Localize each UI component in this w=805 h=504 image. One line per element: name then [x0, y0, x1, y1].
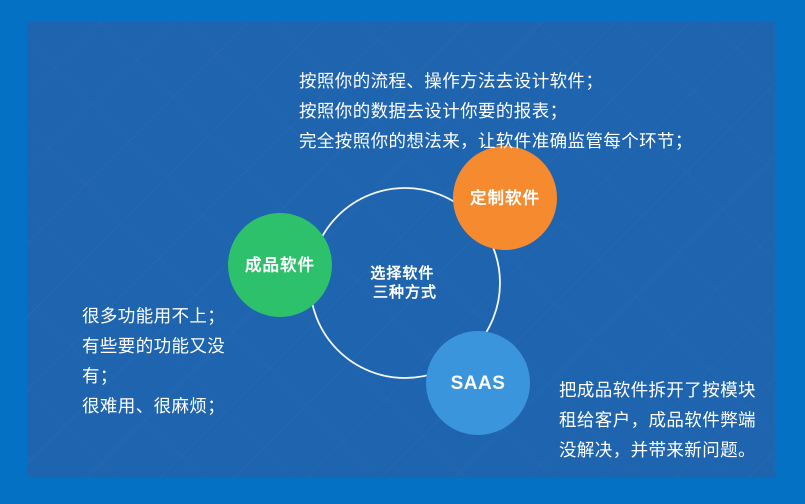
right-description-text: 把成品软件拆开了按模块 租给客户，成品软件弊端 没解决，并带来新问题。: [559, 380, 756, 461]
slide-panel: 成品软件 定制软件 SAAS 选择软件 三种方式 按照你的流程、操作方法去设计软…: [27, 22, 775, 478]
circle-node-saas-label: SAAS: [451, 373, 506, 394]
diagram-center-label-line1: 选择软件: [370, 264, 434, 282]
diagram-center-label: 选择软件 三种方式: [370, 264, 439, 301]
circle-node-custom-software-shape[interactable]: [453, 146, 557, 250]
circle-node-finished-software-shape[interactable]: [228, 213, 332, 317]
circle-node-finished-software-label: 成品软件: [245, 254, 315, 274]
circle-node-custom-software-label: 定制软件: [470, 187, 540, 207]
circle-node-custom-software[interactable]: 定制软件: [453, 146, 557, 250]
three-circles-diagram: 成品软件 定制软件 SAAS 选择软件 三种方式: [27, 22, 775, 478]
circle-node-finished-software[interactable]: 成品软件: [228, 213, 332, 317]
circle-node-saas-shape[interactable]: [426, 331, 530, 435]
top-description-text: 按照你的流程、操作方法去设计软件； 按照你的数据去设计你要的报表； 完全按照你的…: [299, 71, 693, 152]
left-description-text: 很多功能用不上； 有些要的功能又没 有； 很难用、很麻烦；: [82, 306, 226, 417]
circle-node-saas[interactable]: SAAS: [426, 331, 530, 435]
diagram-center-label-line2: 三种方式: [373, 283, 437, 301]
